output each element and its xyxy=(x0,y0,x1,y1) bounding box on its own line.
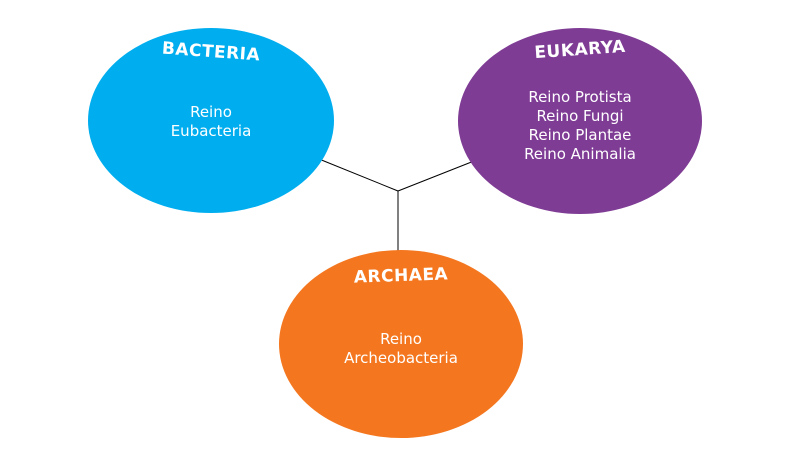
archaea-kingdom-list: Reino Archeobacteria xyxy=(279,330,523,368)
eukarya-kingdom-line: Reino Plantae xyxy=(528,126,632,144)
bacteria-kingdom-line: Eubacteria xyxy=(170,122,252,140)
archaea-domain-ellipse: ARCHAEA Reino Archeobacteria xyxy=(279,250,523,438)
archaea-kingdom-line: Reino xyxy=(380,330,422,348)
bacteria-domain-ellipse: BACTERIA Reino Eubacteria xyxy=(88,28,334,213)
bacteria-kingdom-line: Reino xyxy=(190,103,232,121)
bacteria-kingdom-list: Reino Eubacteria xyxy=(88,103,334,141)
archaea-kingdom-line: Archeobacteria xyxy=(344,349,458,367)
eukarya-kingdom-line: Reino Protista xyxy=(528,88,632,106)
connector-bacteria xyxy=(318,158,399,192)
eukarya-kingdom-line: Reino Animalia xyxy=(524,145,636,163)
connector-eukarya xyxy=(397,160,475,192)
eukarya-kingdom-list: Reino Protista Reino Fungi Reino Plantae… xyxy=(458,88,702,164)
eukarya-domain-ellipse: EUKARYA Reino Protista Reino Fungi Reino… xyxy=(458,28,702,214)
eukarya-kingdom-line: Reino Fungi xyxy=(536,107,624,125)
